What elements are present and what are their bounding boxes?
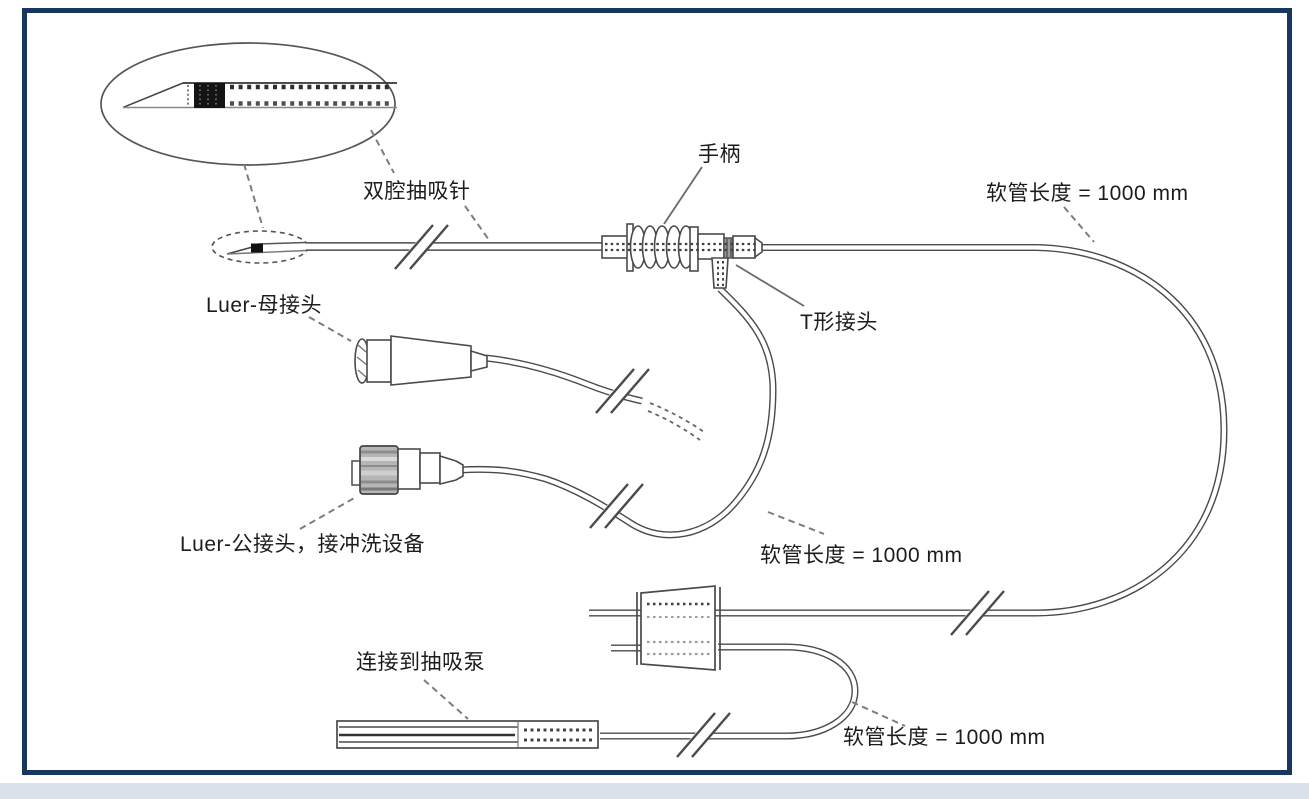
male-luer-drawing xyxy=(351,445,464,495)
magnifier-small-ellipse xyxy=(211,230,309,264)
label-connect-suction-pump: 连接到抽吸泵 xyxy=(356,651,485,674)
label-handle: 手柄 xyxy=(698,143,741,166)
t-connector-drawing xyxy=(711,235,763,289)
leader-lines xyxy=(243,129,1095,727)
handle-drawing xyxy=(601,223,725,272)
needle-detail-balloon xyxy=(100,42,397,166)
bottom-strip xyxy=(0,783,1309,799)
label-dual-lumen-needle: 双腔抽吸针 xyxy=(363,180,471,203)
needle-side-port xyxy=(194,83,225,108)
pump-connector-drawing xyxy=(336,720,599,749)
irrigation-tube xyxy=(459,286,777,539)
handle-lumen-dots xyxy=(605,242,758,252)
label-luer-male: Luer-公接头，接冲洗设备 xyxy=(180,533,426,556)
female-luer-drawing xyxy=(354,335,488,386)
label-luer-female: Luer-母接头 xyxy=(206,294,323,317)
label-tube-length-middle: 软管长度 = 1000 mm xyxy=(760,544,963,567)
right-suction-tube xyxy=(589,244,1228,617)
label-tube-length-top: 软管长度 = 1000 mm xyxy=(986,182,1189,205)
cone-adapter-drawing xyxy=(636,585,721,671)
label-t-connector: T形接头 xyxy=(800,311,878,334)
label-tube-length-bottom: 软管长度 = 1000 mm xyxy=(843,726,1046,749)
